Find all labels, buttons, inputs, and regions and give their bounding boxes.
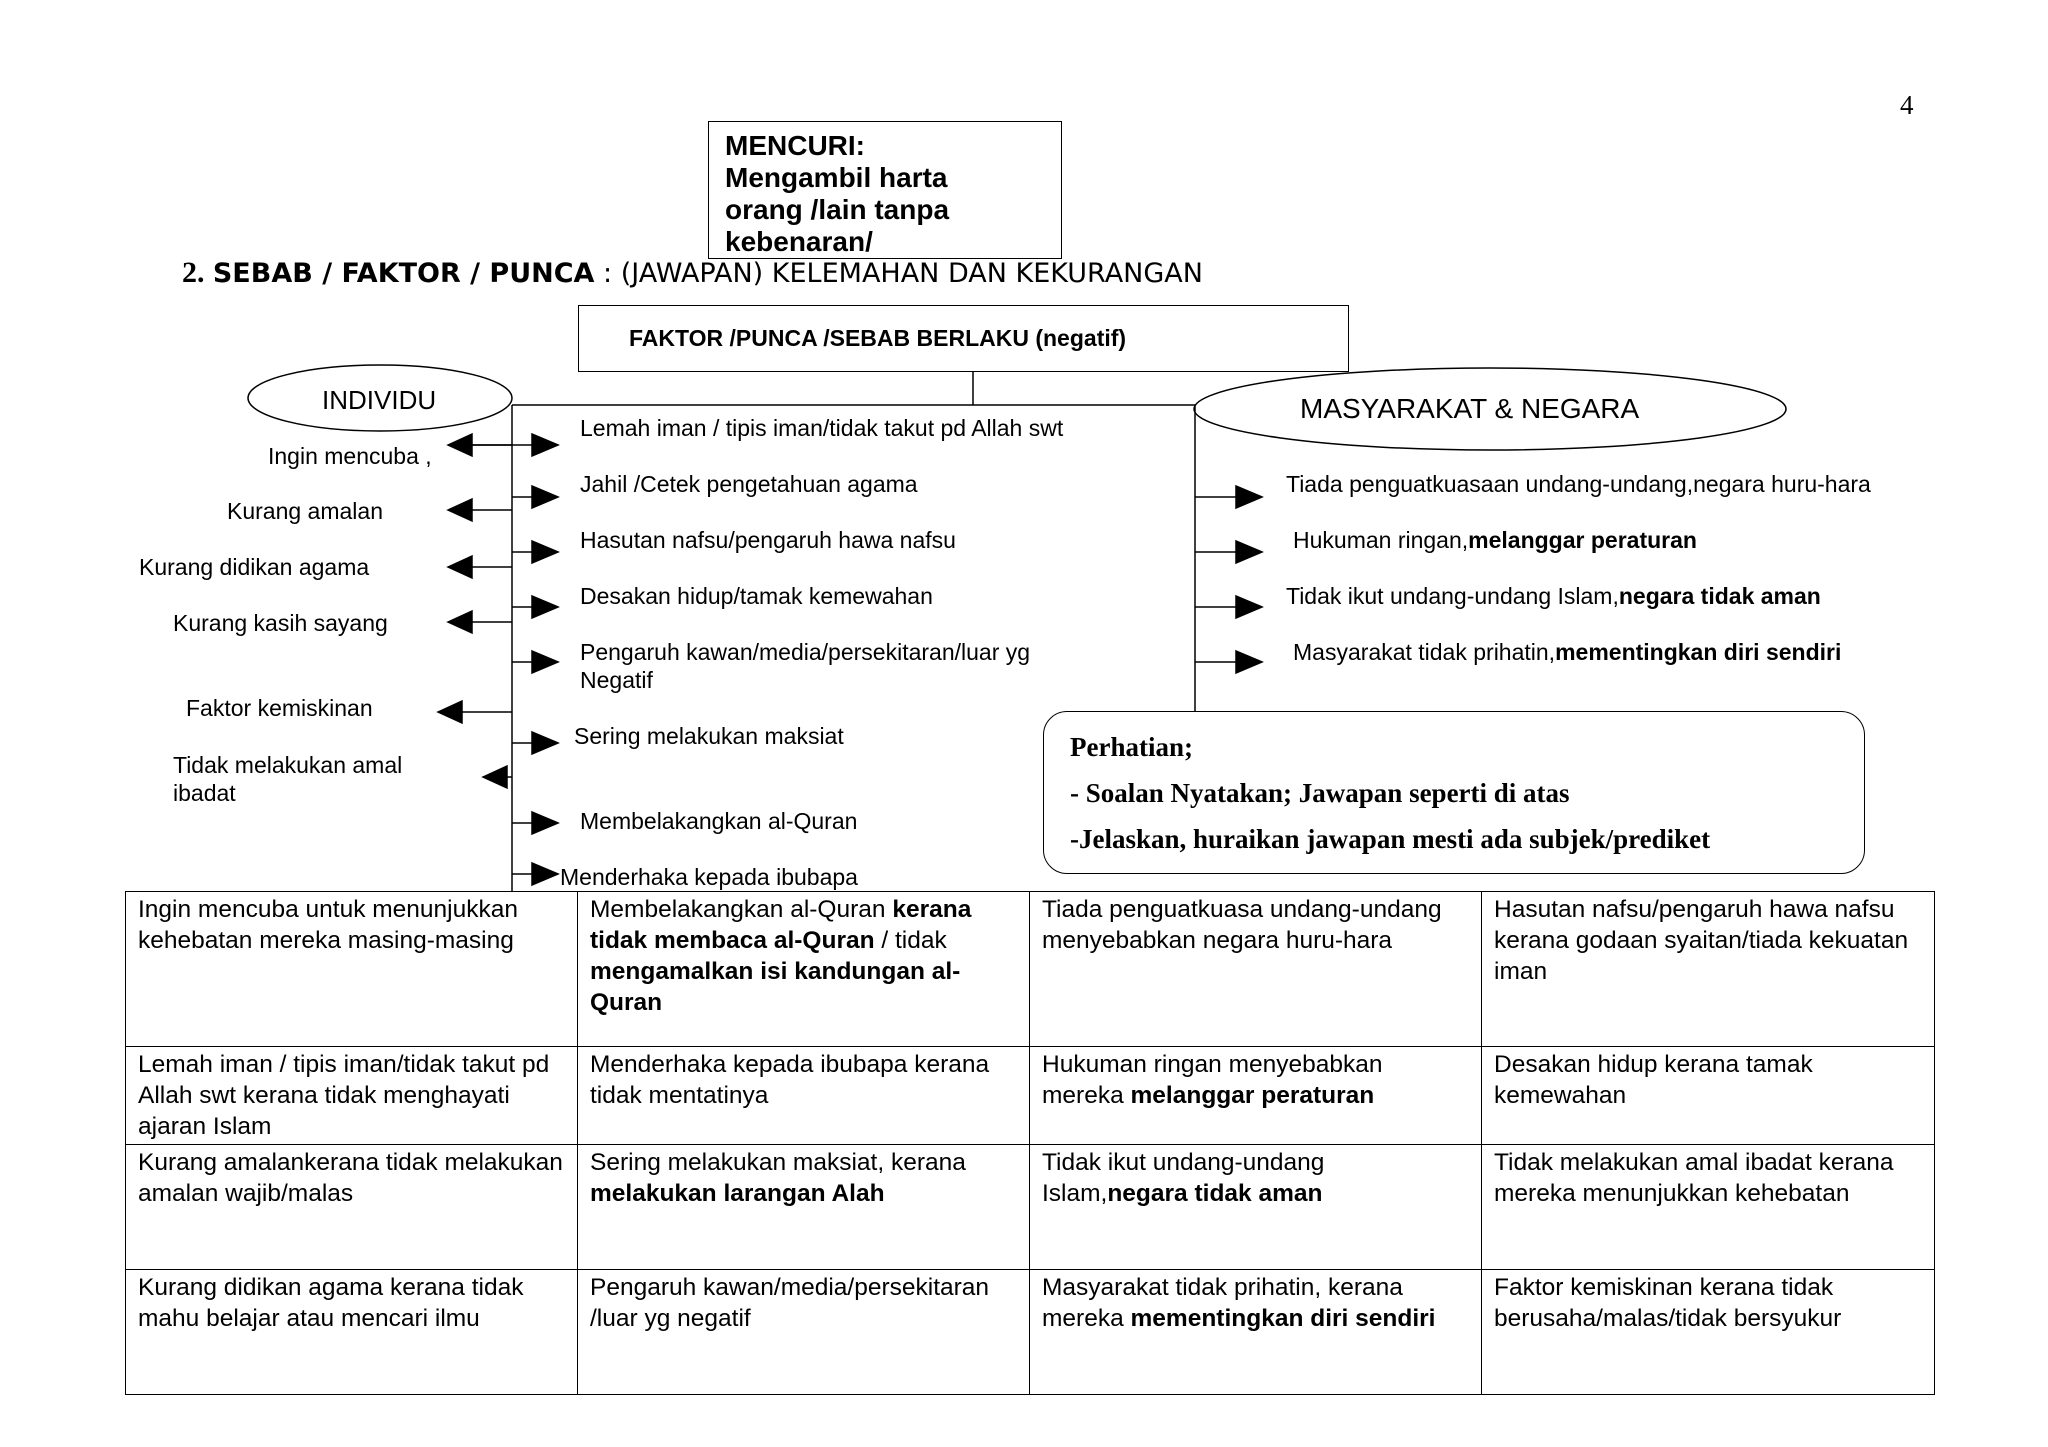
table-row: Kurang didikan agama kerana tidak mahu b… <box>125 1269 1935 1395</box>
center-arrows <box>448 432 560 887</box>
cell-text: Masyarakat tidak prihatin, kerana mereka <box>1042 1274 1403 1332</box>
cell-text: Tidak ikut undang-undang Islam, <box>1042 1149 1325 1207</box>
table-cell: Pengaruh kawan/media/persekitaran /luar … <box>577 1269 1030 1395</box>
table-cell: Membelakangkan al-Quran kerana tidak mem… <box>577 891 1030 1047</box>
table-cell: Tiada penguatkuasa undang-undang menyeba… <box>1029 891 1482 1047</box>
center-item: Membelakangkan al-Quran <box>580 808 858 834</box>
cell-text: Sering melakukan maksiat, kerana <box>590 1149 966 1176</box>
section-heading: 2. SEBAB / FAKTOR / PUNCA : (JAWAPAN) KE… <box>182 256 1203 290</box>
cell-bold: mementingkan diri sendiri <box>1130 1305 1436 1332</box>
individu-item: Kurang didikan agama <box>139 554 370 580</box>
cell-bold: mengamalkan isi kandungan al-Quran <box>590 958 961 1016</box>
table-cell: Kurang amalankerana tidak melakukan amal… <box>125 1144 578 1270</box>
table-cell: Desakan hidup kerana tamak kemewahan <box>1481 1046 1935 1145</box>
item-bold: melanggar peraturan <box>1468 527 1697 553</box>
item-text: Hukuman ringan, <box>1293 527 1469 553</box>
right-arrows <box>1195 484 1264 675</box>
table-row: Kurang amalankerana tidak melakukan amal… <box>125 1144 1935 1270</box>
masyarakat-item: Masyarakat tidak prihatin,mementingkan d… <box>1293 638 1841 666</box>
cell-text: Membelakangkan al-Quran <box>590 896 893 923</box>
table-cell: Masyarakat tidak prihatin, kerana mereka… <box>1029 1269 1482 1395</box>
item-bold: mementingkan diri sendiri <box>1555 639 1842 665</box>
item-bold: negara tidak aman <box>1618 583 1821 609</box>
cell-bold: melanggar peraturan <box>1130 1082 1375 1109</box>
cell-text: / tidak <box>874 927 947 954</box>
table-cell: Lemah iman / tipis iman/tidak takut pd A… <box>125 1046 578 1145</box>
cell-text: Hasutan nafsu/pengaruh hawa nafsu kerana… <box>1494 896 1909 985</box>
definition-line: kebenaran/ <box>725 226 873 257</box>
cell-text: Tiada penguatkuasa undang-undang menyeba… <box>1042 896 1442 954</box>
cell-text: Hukuman ringan menyebabkan mereka <box>1042 1051 1383 1109</box>
heading-bold: SEBAB / FAKTOR / PUNCA <box>212 258 595 289</box>
masyarakat-item: Tidak ikut undang-undang Islam,negara ti… <box>1286 582 1821 610</box>
center-item: Pengaruh kawan/media/persekitaran/luar y… <box>580 639 1031 665</box>
individu-item: Kurang kasih sayang <box>173 610 388 636</box>
center-item: Desakan hidup/tamak kemewahan <box>580 583 933 609</box>
masyarakat-item: Hukuman ringan,melanggar peraturan <box>1293 526 1697 554</box>
cell-text: Pengaruh kawan/media/persekitaran /luar … <box>590 1274 990 1332</box>
table-row: Lemah iman / tipis iman/tidak takut pd A… <box>125 1046 1935 1145</box>
page-number: 4 <box>1900 90 1914 120</box>
answer-table: Ingin mencuba untuk menunjukkan kehebata… <box>125 891 1935 1395</box>
cell-text: Ingin mencuba untuk menunjukkan kehebata… <box>138 896 519 954</box>
cell-text: Faktor kemiskinan kerana tidak berusaha/… <box>1494 1274 1842 1332</box>
center-item: Jahil /Cetek pengetahuan agama <box>580 471 918 497</box>
table-cell: Tidak melakukan amal ibadat kerana merek… <box>1481 1144 1935 1270</box>
note-line: - Soalan Nyatakan; Jawapan seperti di at… <box>1070 778 1570 808</box>
individu-item: Ingin mencuba , <box>268 443 432 469</box>
heading-number: 2. <box>182 256 205 289</box>
table-cell: Hasutan nafsu/pengaruh hawa nafsu kerana… <box>1481 891 1935 1047</box>
table-cell: Hukuman ringan menyebabkan mereka melang… <box>1029 1046 1482 1145</box>
table-cell: Kurang didikan agama kerana tidak mahu b… <box>125 1269 578 1395</box>
table-cell: Sering melakukan maksiat, kerana melakuk… <box>577 1144 1030 1270</box>
left-arrows <box>436 432 512 790</box>
table-cell: Faktor kemiskinan kerana tidak berusaha/… <box>1481 1269 1935 1395</box>
cell-text: Kurang didikan agama kerana tidak mahu b… <box>138 1274 524 1332</box>
cell-text: Tidak melakukan amal ibadat kerana merek… <box>1494 1149 1894 1207</box>
factor-box: FAKTOR /PUNCA /SEBAB BERLAKU (negatif) <box>578 305 1349 372</box>
individu-item: Tidak melakukan amal <box>173 752 403 778</box>
definition-box: MENCURI: Mengambil harta orang /lain tan… <box>708 121 1062 259</box>
center-item: Negatif <box>580 667 653 693</box>
definition-line: orang /lain tanpa <box>725 194 950 225</box>
individu-title: INDIVIDU <box>322 385 437 415</box>
cell-bold: negara tidak aman <box>1107 1180 1323 1207</box>
note-title: Perhatian; <box>1070 732 1193 762</box>
individu-item: Faktor kemiskinan <box>186 695 373 721</box>
note-line: -Jelaskan, huraikan jawapan mesti ada su… <box>1070 824 1711 854</box>
cell-text: Desakan hidup kerana tamak kemewahan <box>1494 1051 1813 1109</box>
center-item: Lemah iman / tipis iman/tidak takut pd A… <box>580 415 1064 441</box>
masyarakat-title: MASYARAKAT & NEGARA <box>1300 393 1640 424</box>
center-item: Sering melakukan maksiat <box>574 723 844 749</box>
item-text: Tiada penguatkuasaan undang-undang,negar… <box>1286 471 1871 497</box>
item-text: Masyarakat tidak prihatin, <box>1293 639 1556 665</box>
center-item: Hasutan nafsu/pengaruh hawa nafsu <box>580 527 956 553</box>
definition-line: Mengambil harta <box>725 162 948 193</box>
heading-rest: : (JAWAPAN) KELEMAHAN DAN KEKURANGAN <box>594 258 1203 289</box>
cell-text: Menderhaka kepada ibubapa kerana tidak m… <box>590 1051 990 1109</box>
note-box: Perhatian; - Soalan Nyatakan; Jawapan se… <box>1043 711 1865 874</box>
masyarakat-item: Tiada penguatkuasaan undang-undang,negar… <box>1286 470 1871 498</box>
center-item: Menderhaka kepada ibubapa <box>560 864 858 890</box>
cell-bold: melakukan larangan Alah <box>590 1180 885 1207</box>
cell-bold: kerana tidak membaca al-Quran <box>590 896 972 954</box>
cell-text: Kurang amalankerana tidak melakukan amal… <box>138 1149 563 1207</box>
table-row: Ingin mencuba untuk menunjukkan kehebata… <box>125 891 1935 1047</box>
item-text: Tidak ikut undang-undang Islam, <box>1286 583 1619 609</box>
individu-ellipse <box>247 364 513 432</box>
individu-item: Kurang amalan <box>227 498 383 524</box>
masyarakat-ellipse <box>1193 367 1787 451</box>
definition-line: MENCURI: <box>725 130 865 161</box>
individu-item: ibadat <box>173 780 236 806</box>
table-cell: Menderhaka kepada ibubapa kerana tidak m… <box>577 1046 1030 1145</box>
cell-text: Lemah iman / tipis iman/tidak takut pd A… <box>138 1051 550 1140</box>
table-cell: Ingin mencuba untuk menunjukkan kehebata… <box>125 891 578 1047</box>
table-cell: Tidak ikut undang-undang Islam,negara ti… <box>1029 1144 1482 1270</box>
